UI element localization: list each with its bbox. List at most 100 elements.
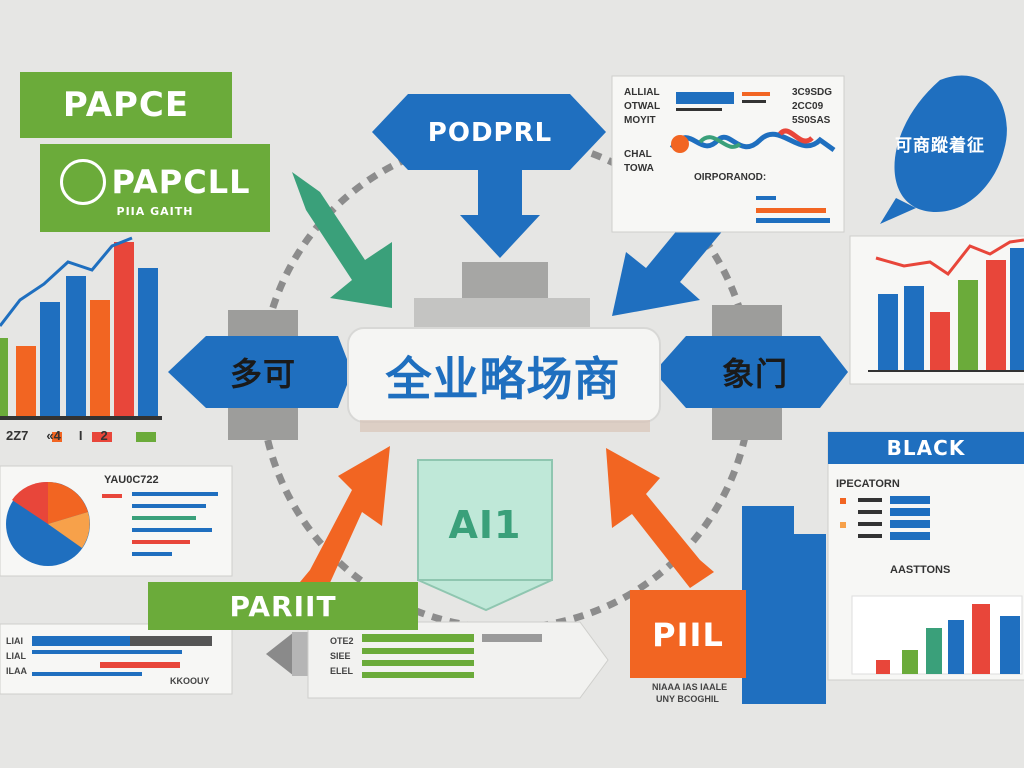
bubble-text: 可商蹤着征 bbox=[895, 135, 985, 156]
row-label: OTWAL bbox=[624, 101, 661, 112]
left-node-label: 多可 bbox=[229, 355, 296, 393]
swatch bbox=[756, 218, 830, 223]
legend-bar bbox=[132, 552, 172, 556]
bar bbox=[930, 312, 950, 370]
row-label: ILAA bbox=[6, 666, 27, 676]
bar bbox=[958, 280, 978, 370]
legend-bar bbox=[132, 516, 196, 520]
footer-label: «4 bbox=[46, 428, 61, 443]
row-bar bbox=[858, 534, 882, 538]
legend-swatch bbox=[52, 432, 62, 442]
footer-label: 2 bbox=[100, 428, 108, 443]
left-node-shape bbox=[168, 336, 352, 408]
row-bar bbox=[890, 508, 930, 516]
bar bbox=[0, 338, 8, 418]
top-right-rows-right: 3C9SDG 2CC09 5S0SAS bbox=[792, 86, 832, 128]
bar bbox=[1000, 616, 1020, 674]
axis bbox=[0, 416, 162, 420]
top-node-label: PODPRL bbox=[427, 118, 553, 148]
legend-bar bbox=[132, 492, 218, 496]
row-label: SIEE bbox=[330, 651, 351, 661]
row-bar bbox=[362, 648, 474, 654]
row-label: MOYIT bbox=[624, 115, 656, 126]
pencil-graphics bbox=[266, 621, 609, 699]
pie-slice bbox=[48, 512, 90, 548]
right-bar-chart bbox=[849, 235, 1024, 385]
swatch bbox=[840, 498, 846, 504]
legend-bar bbox=[132, 528, 212, 532]
legend-swatch bbox=[136, 432, 156, 442]
row-bar bbox=[362, 634, 474, 642]
bottom-left-rows: LIAI LIAL ILAA bbox=[6, 634, 27, 679]
row-label: ALLIAL bbox=[624, 87, 660, 98]
arrow-down-icon bbox=[460, 170, 540, 258]
trend-line bbox=[875, 238, 1024, 277]
swatch bbox=[756, 208, 826, 213]
pencil-tip bbox=[266, 632, 294, 676]
swatch bbox=[742, 100, 766, 103]
pencil-rows: OTE2 SIEE ELEL bbox=[330, 634, 354, 679]
black-card-title: BLACK bbox=[886, 436, 966, 460]
bar bbox=[40, 302, 60, 418]
top-node-shape bbox=[372, 94, 606, 170]
trend-line bbox=[0, 236, 133, 327]
row-label: ELEL bbox=[330, 666, 354, 676]
row-bar bbox=[858, 510, 882, 514]
row-bar bbox=[858, 498, 882, 502]
right-node-shape bbox=[654, 336, 848, 408]
bar bbox=[986, 260, 1006, 370]
logo-title: PAPCLL bbox=[111, 162, 251, 201]
card-bg bbox=[0, 623, 233, 695]
left-chart-footer: 2Z7 «4 I 2 bbox=[6, 428, 108, 443]
top-right-footer: OIRPORANOD: bbox=[694, 172, 767, 183]
bar bbox=[138, 268, 158, 418]
row-bar bbox=[100, 662, 180, 668]
row-label: LIAI bbox=[6, 636, 23, 646]
logo-circle-icon bbox=[59, 158, 106, 205]
row-bar bbox=[890, 496, 930, 504]
bar bbox=[114, 242, 134, 418]
papce-banner: PAPCE bbox=[20, 72, 232, 138]
arrow-orange-left-icon bbox=[300, 446, 390, 596]
bottom-node-tip bbox=[417, 579, 553, 612]
row-bar bbox=[32, 672, 142, 676]
pie-card-title: YAU0C722 bbox=[104, 474, 159, 486]
bar bbox=[66, 276, 86, 418]
bar bbox=[876, 660, 890, 674]
bottom-node-label: AI1 bbox=[448, 503, 522, 547]
speech-bubble-shape bbox=[894, 75, 1007, 212]
row-bar bbox=[482, 634, 542, 642]
pie-card-graphics bbox=[0, 465, 233, 577]
bar bbox=[90, 300, 110, 418]
left-bar-chart bbox=[0, 236, 162, 442]
axis bbox=[868, 370, 1024, 372]
swatch bbox=[676, 92, 734, 104]
swatch bbox=[756, 196, 776, 200]
legend-swatch bbox=[92, 432, 112, 442]
block-notch bbox=[794, 506, 826, 534]
bar bbox=[926, 628, 942, 674]
wave-line bbox=[778, 128, 814, 144]
black-card-subtitle: IPECATORN bbox=[836, 478, 900, 490]
part-banner-text: PARIIT bbox=[229, 589, 337, 623]
bar bbox=[902, 650, 918, 674]
papcll-logo-card: PAPCLL PIIA GAITH bbox=[40, 144, 270, 232]
top-right-rows-left: ALLIAL OTWAL MOYIT CHAL TOWA bbox=[624, 86, 660, 176]
legend-bar bbox=[132, 540, 190, 544]
legend-bar bbox=[132, 504, 206, 508]
bar bbox=[878, 294, 898, 370]
bar bbox=[972, 604, 990, 674]
bottom-left-footer: KKOOUY bbox=[170, 676, 210, 686]
legend-bar bbox=[102, 494, 122, 498]
swatch bbox=[676, 108, 722, 111]
row-label: TOWA bbox=[624, 163, 654, 174]
row-label: CHAL bbox=[624, 149, 652, 160]
right-node-label: 象门 bbox=[721, 355, 788, 393]
card-header bbox=[828, 432, 1024, 464]
bottom-left-card-graphics bbox=[0, 623, 233, 695]
row-bar bbox=[890, 532, 930, 540]
tall-blue-block bbox=[742, 506, 826, 704]
pie-slice bbox=[48, 482, 88, 524]
bottom-node-shape bbox=[417, 459, 553, 581]
